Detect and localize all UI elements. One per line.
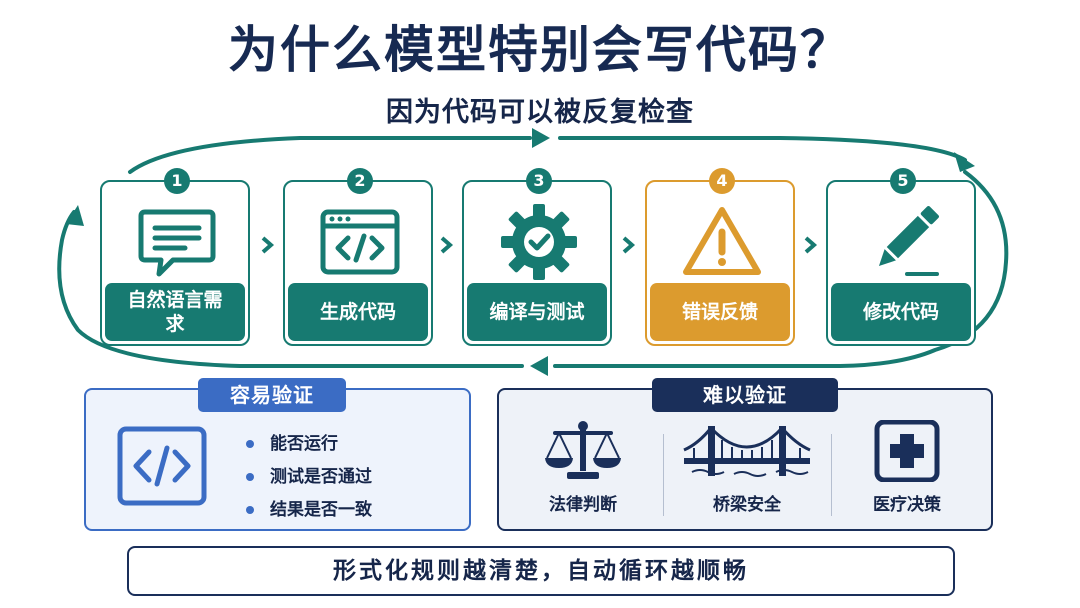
easy-verify-list: 能否运行 测试是否通过 结果是否一致 xyxy=(246,428,372,527)
hard-item-label: 桥梁安全 xyxy=(713,495,781,515)
list-item: 结果是否一致 xyxy=(246,494,372,527)
code-window-icon xyxy=(320,209,400,275)
hard-item-medical: 医疗决策 xyxy=(827,420,987,520)
chevron-right-icon xyxy=(440,236,454,254)
step-natural-language: 1 自然语言需求 xyxy=(100,168,250,346)
hard-verify-title: 难以验证 xyxy=(652,378,838,412)
step-number: 2 xyxy=(347,168,373,194)
scales-icon xyxy=(545,421,621,479)
step-number: 4 xyxy=(709,168,735,194)
divider xyxy=(831,434,832,516)
divider xyxy=(663,434,664,516)
easy-verify-panel: 容易验证 能否运行 测试是否通过 结果是否一致 xyxy=(84,378,471,531)
step-number: 5 xyxy=(890,168,916,194)
step-label: 自然语言需求 xyxy=(105,283,245,341)
step-label: 生成代码 xyxy=(288,283,428,341)
chevron-right-icon xyxy=(261,236,275,254)
step-modify-code: 5 修改代码 xyxy=(826,168,976,346)
step-label: 错误反馈 xyxy=(650,283,790,341)
chevron-right-icon xyxy=(622,236,636,254)
step-error-feedback: 4 错误反馈 xyxy=(645,168,795,346)
step-generate-code: 2 生成代码 xyxy=(283,168,433,346)
hard-item-label: 法律判断 xyxy=(549,495,617,515)
hard-item-label: 医疗决策 xyxy=(873,495,941,515)
step-number: 3 xyxy=(526,168,552,194)
chevron-right-icon xyxy=(804,236,818,254)
easy-verify-title: 容易验证 xyxy=(198,378,346,412)
page-title: 为什么模型特别会写代码？ xyxy=(228,21,852,79)
bridge-icon xyxy=(683,426,811,477)
hard-item-bridge: 桥梁安全 xyxy=(667,420,827,520)
hard-item-law: 法律判断 xyxy=(503,420,663,520)
step-label: 修改代码 xyxy=(831,283,971,341)
step-compile-test: 3 编译与测试 xyxy=(462,168,612,346)
list-item: 测试是否通过 xyxy=(246,461,372,494)
medical-cross-icon xyxy=(874,420,940,482)
gear-check-icon xyxy=(501,204,577,280)
chat-bubble-icon xyxy=(138,209,216,277)
page-subtitle: 因为代码可以被反复检查 xyxy=(386,97,694,128)
feedback-loop-arrow xyxy=(57,128,1009,376)
pencil-icon xyxy=(878,206,939,276)
footer-banner: 形式化规则越清楚，自动循环越顺畅 xyxy=(127,546,955,596)
step-label: 编译与测试 xyxy=(467,283,607,341)
code-icon xyxy=(117,426,207,506)
list-item: 能否运行 xyxy=(246,428,372,461)
warning-icon xyxy=(683,207,761,275)
hard-verify-panel: 难以验证 法律判断 xyxy=(497,378,993,531)
step-number: 1 xyxy=(164,168,190,194)
